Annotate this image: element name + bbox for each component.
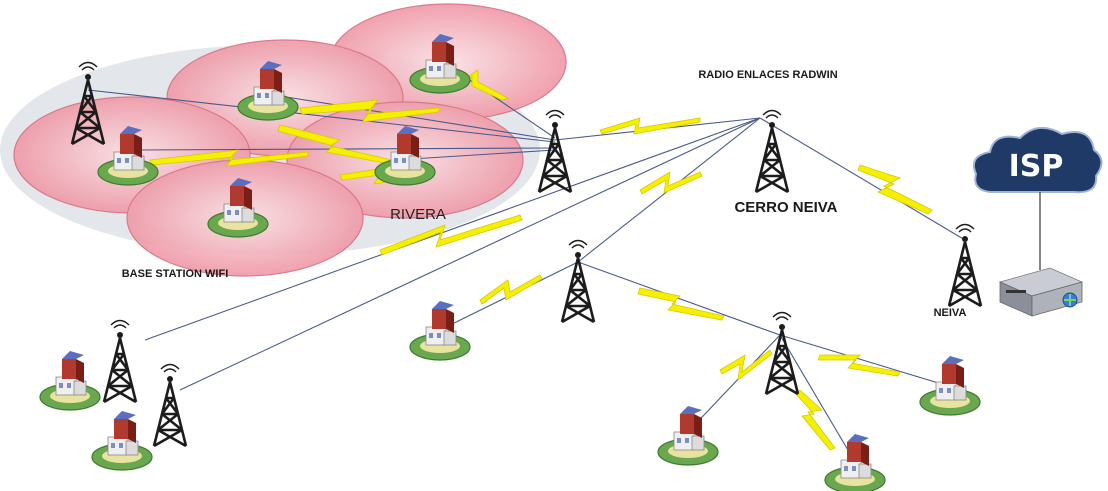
isp-label: ISP — [1009, 149, 1064, 184]
house-icon — [409, 300, 471, 361]
house-icon — [657, 405, 719, 466]
rivera-label: RIVERA — [390, 206, 446, 223]
house-icon — [91, 410, 153, 471]
base-station-label: BASE STATION WIFI — [122, 268, 229, 280]
neiva-label: NEIVA — [934, 307, 967, 319]
radio-tower-icon — [947, 223, 983, 308]
server-icon — [998, 267, 1084, 317]
radio-tower-icon — [152, 363, 188, 448]
house-icon — [39, 350, 101, 411]
house-icon — [919, 355, 981, 416]
radio-tower-icon — [102, 319, 138, 404]
radio-links-label: RADIO ENLACES RADWIN — [698, 69, 837, 81]
cerro-neiva-label: CERRO NEIVA — [734, 199, 837, 216]
radio-tower-icon — [754, 109, 790, 194]
cloud-icon: ISP — [972, 127, 1103, 194]
house-icon — [824, 433, 886, 491]
